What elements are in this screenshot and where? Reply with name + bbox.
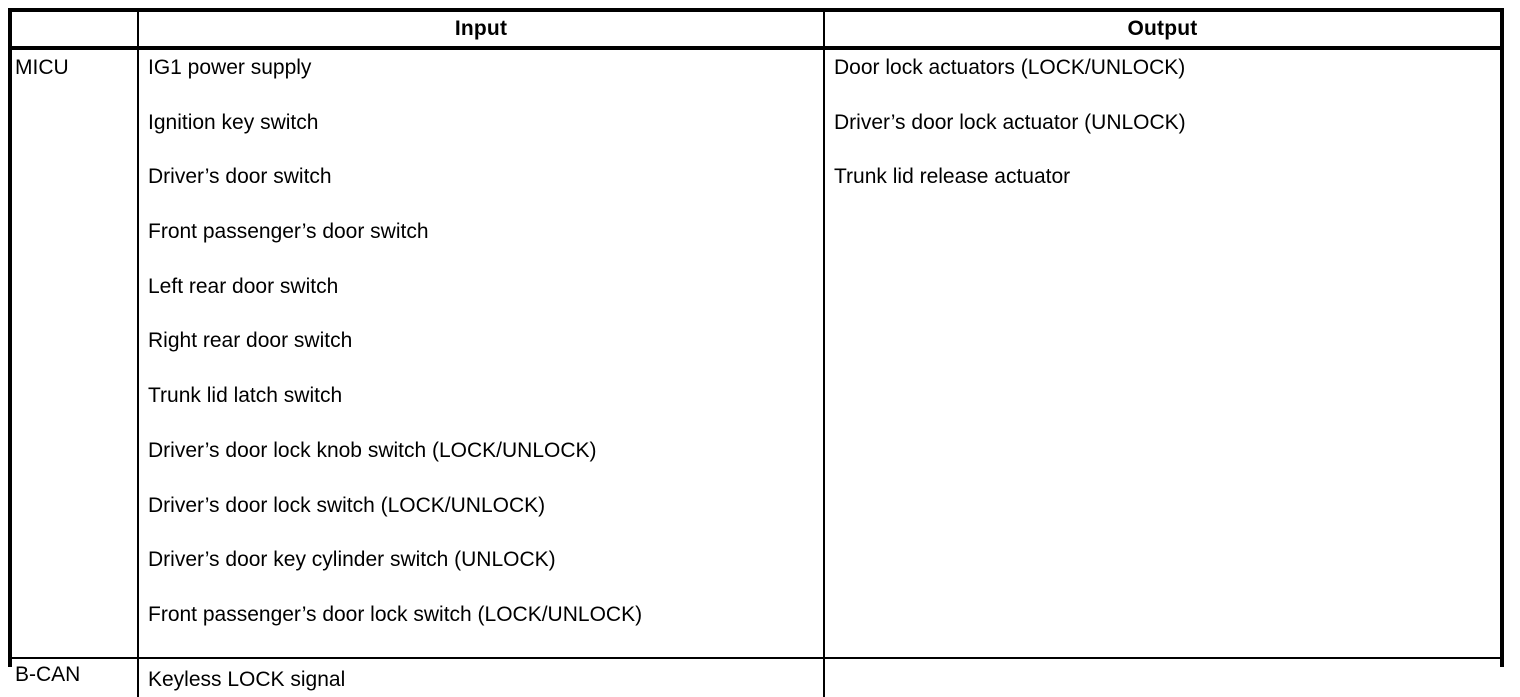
list-item: Driver’s door lock knob switch (LOCK/UNL…	[148, 438, 597, 462]
cell-output: Door lock actuators (LOCK/UNLOCK) Driver…	[823, 48, 1500, 659]
input-item-list: IG1 power supply Ignition key switch Dri…	[139, 50, 823, 657]
list-item: Driver’s door switch	[148, 165, 332, 189]
list-item: Left rear door switch	[148, 274, 339, 298]
list-item: Driver’s door key cylinder switch (UNLOC…	[148, 548, 556, 572]
list-item: Right rear door switch	[148, 329, 353, 353]
column-header-source	[12, 12, 138, 50]
cell-source: MICU	[12, 48, 138, 659]
list-item: Keyless LOCK signal	[148, 667, 346, 691]
list-item: Front passenger’s door switch	[148, 220, 429, 244]
cell-source: B-CAN	[12, 657, 138, 697]
column-header-output: Output	[823, 12, 1500, 50]
list-item: Ignition key switch	[148, 110, 319, 134]
list-item: Driver’s door lock switch (LOCK/UNLOCK)	[148, 493, 546, 517]
input-output-table: Input Output MICU IG1 power supply Ignit…	[12, 12, 1500, 697]
list-item: Door lock actuators (LOCK/UNLOCK)	[834, 56, 1186, 79]
source-label-micu: MICU	[15, 56, 69, 79]
page-root: Input Output MICU IG1 power supply Ignit…	[8, 8, 1504, 697]
input-item-list: Keyless LOCK signal	[139, 659, 823, 693]
table-header-row: Input Output	[12, 12, 1500, 50]
source-label-bcan: B-CAN	[15, 662, 81, 686]
list-item: Driver’s door lock actuator (UNLOCK)	[834, 110, 1186, 134]
cell-input: IG1 power supply Ignition key switch Dri…	[137, 48, 824, 659]
list-item: Trunk lid release actuator	[834, 165, 1071, 189]
list-item: Trunk lid latch switch	[148, 384, 343, 408]
column-header-input: Input	[137, 12, 824, 50]
table-body: MICU IG1 power supply Ignition key switc…	[12, 48, 1500, 697]
list-item: Front passenger’s door lock switch (LOCK…	[148, 602, 643, 626]
cell-input: Keyless LOCK signal	[137, 657, 824, 697]
io-table-container: Input Output MICU IG1 power supply Ignit…	[8, 8, 1504, 697]
table-row: B-CAN Keyless LOCK signal	[12, 657, 1500, 697]
list-item: IG1 power supply	[148, 56, 312, 79]
cell-output-empty	[823, 657, 1500, 697]
table-row: MICU IG1 power supply Ignition key switc…	[12, 48, 1500, 659]
output-item-list: Door lock actuators (LOCK/UNLOCK) Driver…	[825, 50, 1500, 219]
